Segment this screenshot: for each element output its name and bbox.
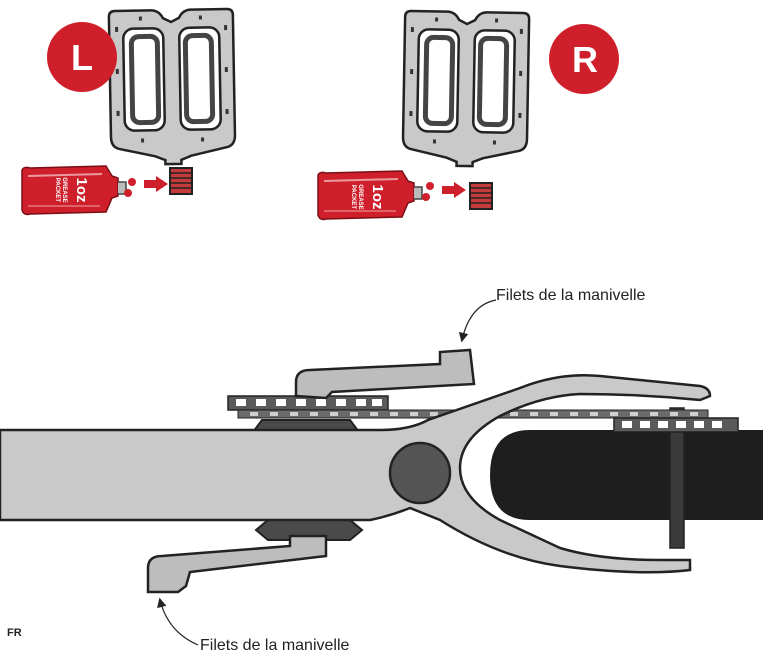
- right-grease-packet: 1oz GREASE PACKET: [317, 170, 423, 221]
- right-grease-drops-icon: [422, 182, 434, 201]
- left-packet-size: 1oz: [73, 177, 90, 202]
- left-packet-line2: PACKET: [54, 178, 60, 203]
- tire: [490, 430, 763, 520]
- callout-top-pointer: [458, 299, 497, 343]
- callout-crank-threads-bottom: Filets de la manivelle: [200, 637, 350, 654]
- axle-hub: [388, 441, 452, 505]
- left-grease-packet: 1oz GREASE PACKET: [21, 165, 127, 216]
- language-tag: FR: [7, 627, 22, 639]
- left-badge-label: L: [71, 37, 93, 78]
- left-packet-line1: GREASE: [61, 177, 67, 202]
- callout-bottom-pointer: [157, 597, 199, 646]
- right-packet-line2: PACKET: [350, 185, 356, 210]
- right-badge: [549, 24, 619, 94]
- right-badge-label: R: [572, 39, 598, 80]
- right-packet-size: 1oz: [369, 184, 386, 209]
- left-badge: [47, 22, 117, 92]
- crank-diagram: [0, 299, 763, 646]
- crank-frame: [0, 373, 712, 574]
- left-apply-arrow-icon: [144, 176, 168, 192]
- right-apply-arrow-icon: [442, 182, 466, 198]
- right-pedal: R 1oz GREASE PACKET: [317, 11, 619, 221]
- left-pedal: L 1oz GREASE PACKET: [21, 9, 235, 216]
- callout-crank-threads-top: Filets de la manivelle: [496, 287, 646, 304]
- upper-crank-arm: [294, 348, 476, 400]
- right-packet-line1: GREASE: [357, 184, 363, 209]
- lower-crank-arm: [146, 534, 328, 594]
- left-grease-drops-icon: [124, 178, 136, 197]
